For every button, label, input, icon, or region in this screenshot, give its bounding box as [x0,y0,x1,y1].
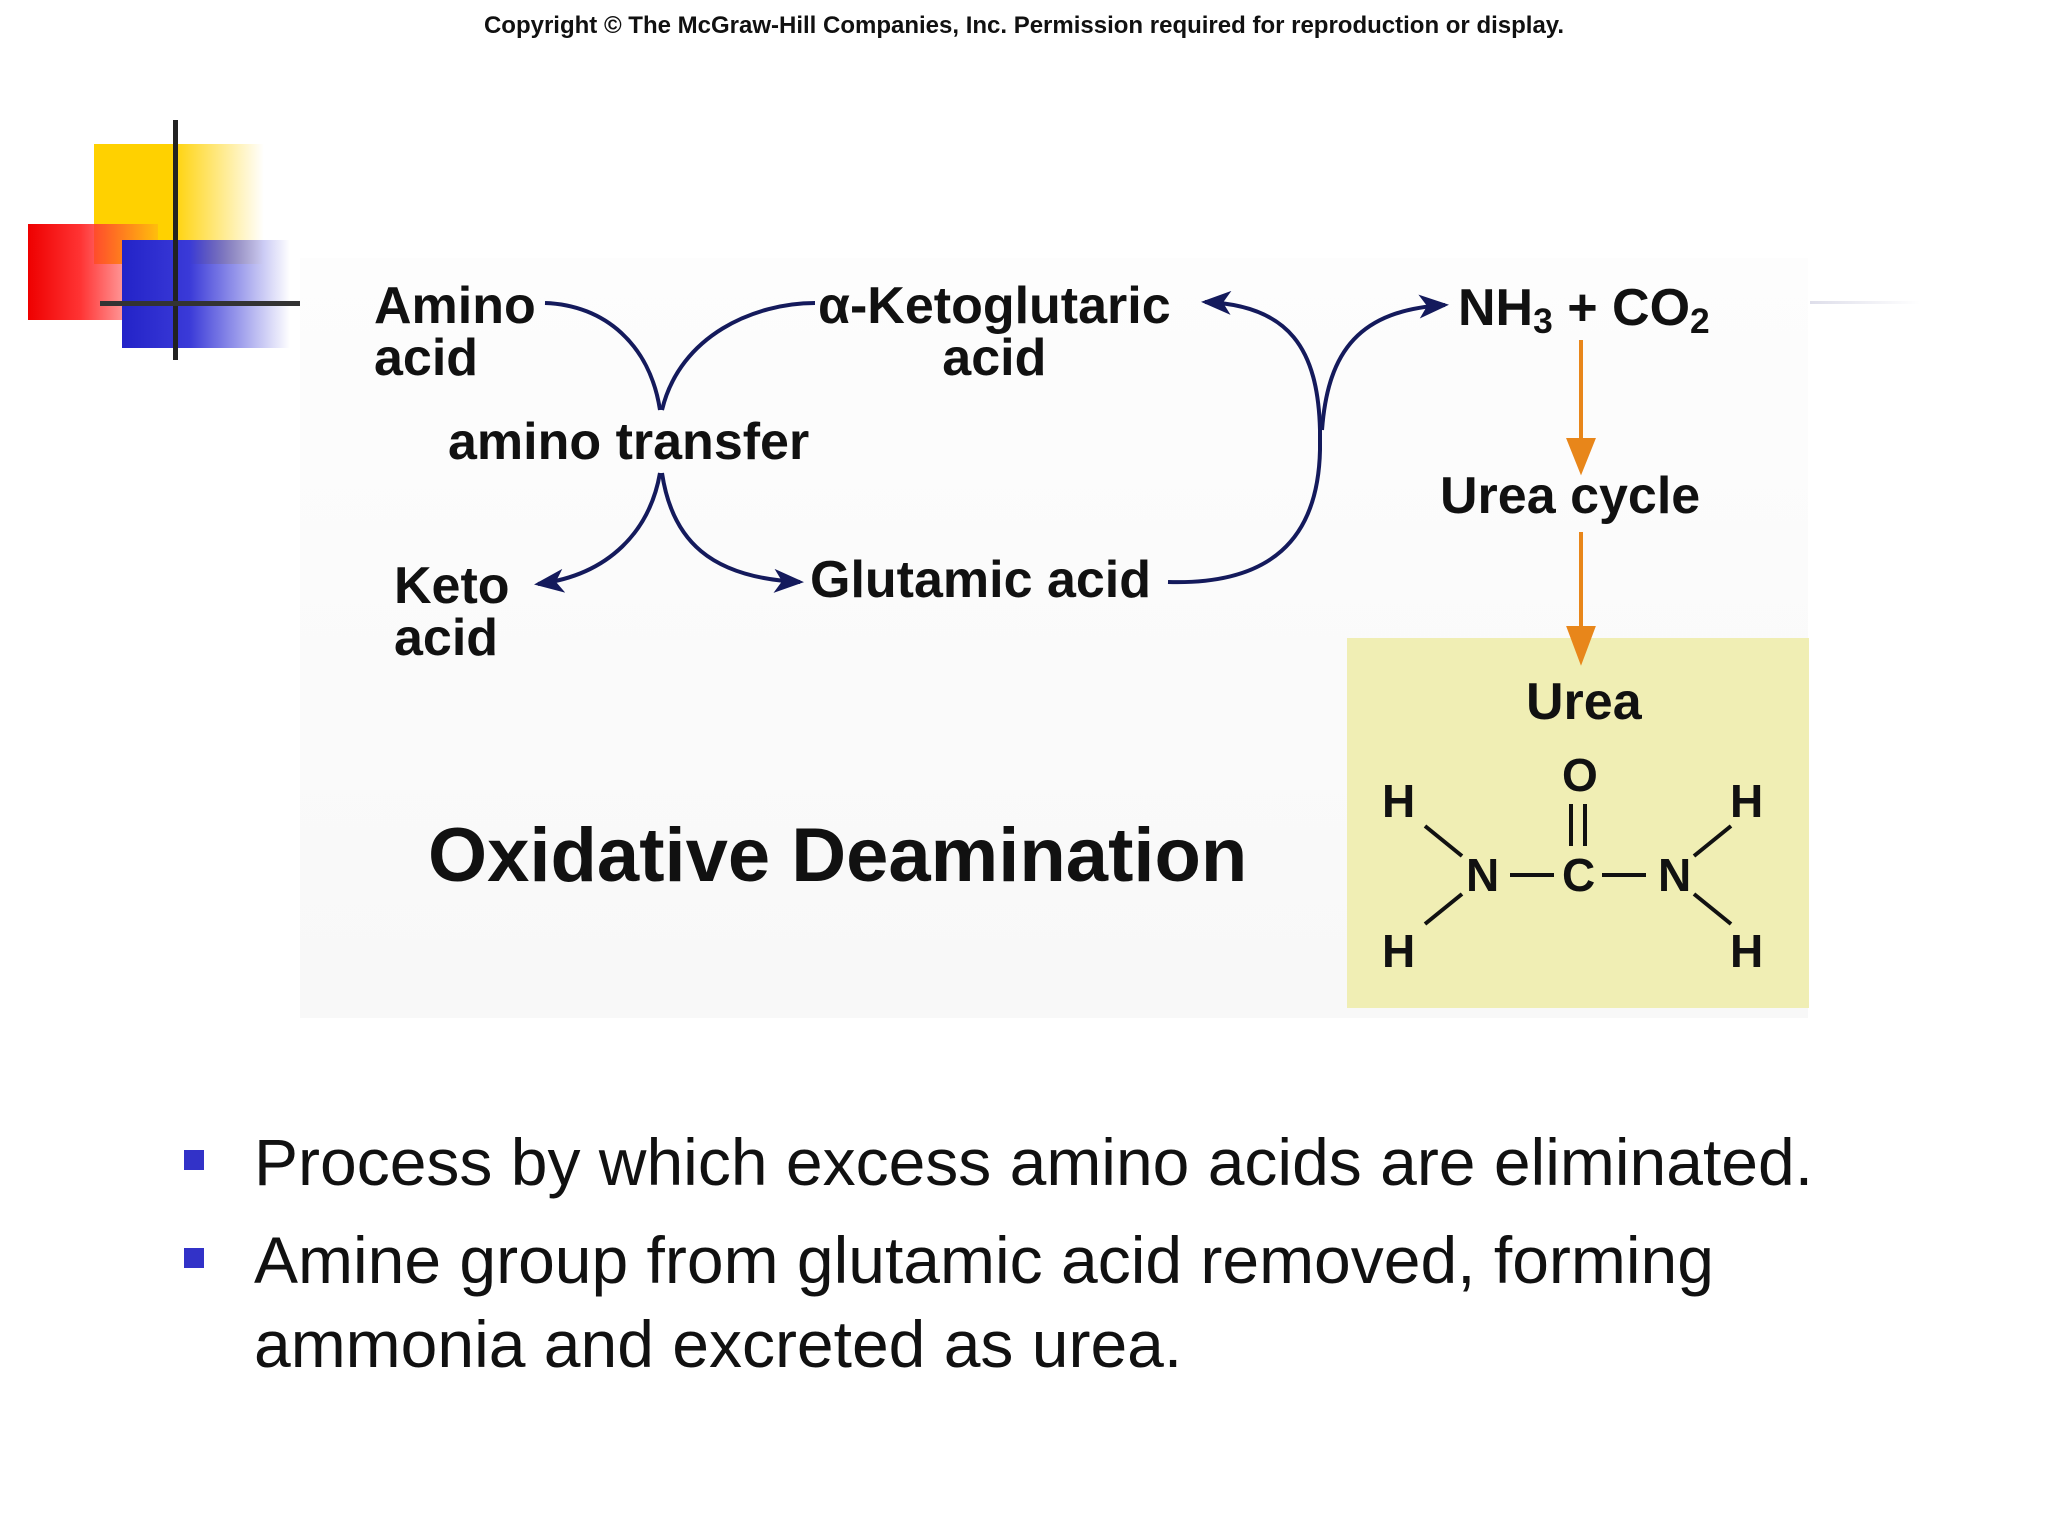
bullet-item: Amine group from glutamic acid removed, … [180,1218,1900,1386]
urea-box [1347,638,1809,1008]
bullet-square-icon [184,1150,204,1170]
label-alpha-ketoglutaric-acid: α-Ketoglutaric acid [818,277,1171,387]
label-glutamic-acid: Glutamic acid [810,551,1151,609]
decor-blue-square [122,240,290,348]
atom-n-right: N [1658,849,1692,901]
label-urea-cycle: Urea cycle [1440,467,1701,525]
decor-faint-line [1810,301,1920,304]
arrow-to-keto-acid [534,472,662,593]
label-amino-transfer: amino transfer [448,413,810,471]
atom-c: C [1562,849,1596,901]
decor-vertical-line [173,120,178,360]
atom-h-bottom-left: H [1382,925,1416,977]
atom-n-left: N [1466,849,1500,901]
arrow-glutamic-out [1167,420,1322,585]
bullet-item: Process by which excess amino acids are … [180,1120,1900,1204]
bullet-square-icon [184,1248,204,1268]
arrow-to-glutamic-acid [660,472,804,593]
urea-molecule-bonds [1423,804,1733,926]
arrow-ketoglutaric-in [660,301,816,411]
atom-h-top-left: H [1382,775,1416,827]
decor-horizontal-line [100,301,362,306]
atom-o: O [1562,749,1598,801]
bullet-list: Process by which excess amino acids are … [180,1120,1900,1400]
arrow-amino-acid-in [544,301,662,411]
atom-h-bottom-right: H [1730,925,1764,977]
arrow-to-nh3 [1320,294,1449,431]
diagram-title: Oxidative Deamination [428,813,1248,898]
label-keto-acid: Keto acid [394,557,510,667]
label-nh3-co2: NH3 + CO2 [1458,279,1710,341]
copyright-notice: Copyright © The McGraw-Hill Companies, I… [483,12,1565,39]
label-urea: Urea [1526,673,1642,731]
atom-h-top-right: H [1730,775,1764,827]
arrow-to-ketoglutaric [1201,290,1322,431]
label-amino-acid: Amino acid [374,277,536,387]
